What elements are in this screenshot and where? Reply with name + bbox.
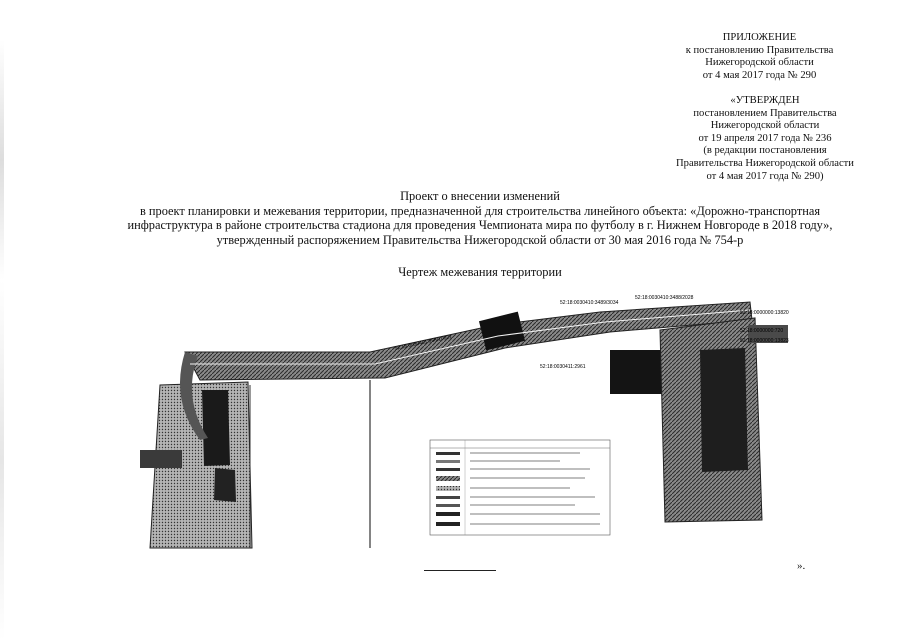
appendix-line: ПРИЛОЖЕНИЕ [722, 32, 797, 43]
west-structure [214, 468, 236, 502]
approval-block: «УТВЕРЖДЕН постановлением Правительства … [650, 95, 880, 183]
title-line: утвержденный распоряжением Правительства… [216, 232, 744, 247]
drawing-caption: Чертеж межевания территории [398, 265, 562, 279]
scan-edge-shadow [0, 40, 4, 640]
appendix-line: от 4 мая 2017 года № 290 [702, 69, 817, 81]
signature-line [424, 570, 496, 571]
road-line [190, 309, 751, 365]
east-lot [748, 325, 788, 343]
west-lot [140, 450, 182, 468]
legend-rows [436, 452, 600, 526]
document-title: Проект о внесении изменений в проект пла… [95, 189, 865, 247]
title-line: Проект о внесении изменений [400, 189, 560, 203]
land-survey-drawing: 52:18:0030410:3489/3034 52:18:0030410:34… [140, 295, 789, 549]
parcel-label: 52:18:0030410:3489/3034 [560, 300, 619, 306]
legend-table [429, 439, 611, 536]
west-dense-block [202, 390, 230, 466]
approval-line: от 4 мая 2017 года № 290) [706, 170, 824, 182]
interchange-curve [180, 352, 208, 440]
title-line: инфраструктура в районе строительства ст… [127, 218, 833, 232]
parcel-label: 52:18:0030410:3488/2028 [635, 295, 694, 301]
east-dense-block [700, 348, 748, 472]
closing-quote: ». [797, 560, 806, 572]
approval-line: постановлением Правительства [693, 107, 837, 119]
title-line: в проект планировки и межевания территор… [139, 203, 821, 218]
parcel-label: 52:18:0000000:13820 [740, 310, 789, 316]
appendix-line: Нижегородской области [705, 57, 814, 69]
approval-line: (в редакции постановления [703, 145, 827, 157]
approval-line: «УТВЕРЖДЕН [730, 95, 800, 106]
appendix-block: ПРИЛОЖЕНИЕ к постановлению Правительства… [652, 32, 867, 82]
parcel-label: 52:18:0000000:13823 [740, 338, 789, 344]
building-block [478, 311, 526, 351]
approval-line: от 19 апреля 2017 года № 236 [698, 132, 832, 144]
approval-line: Правительства Нижегородской области [676, 157, 854, 169]
parcel-label: 52:18:0000000:720 [740, 328, 783, 334]
parcel-label: 52:18:0030411:2961 [540, 364, 586, 370]
approval-line: Нижегородской области [710, 120, 820, 132]
appendix-line: к постановлению Правительства [685, 44, 834, 56]
